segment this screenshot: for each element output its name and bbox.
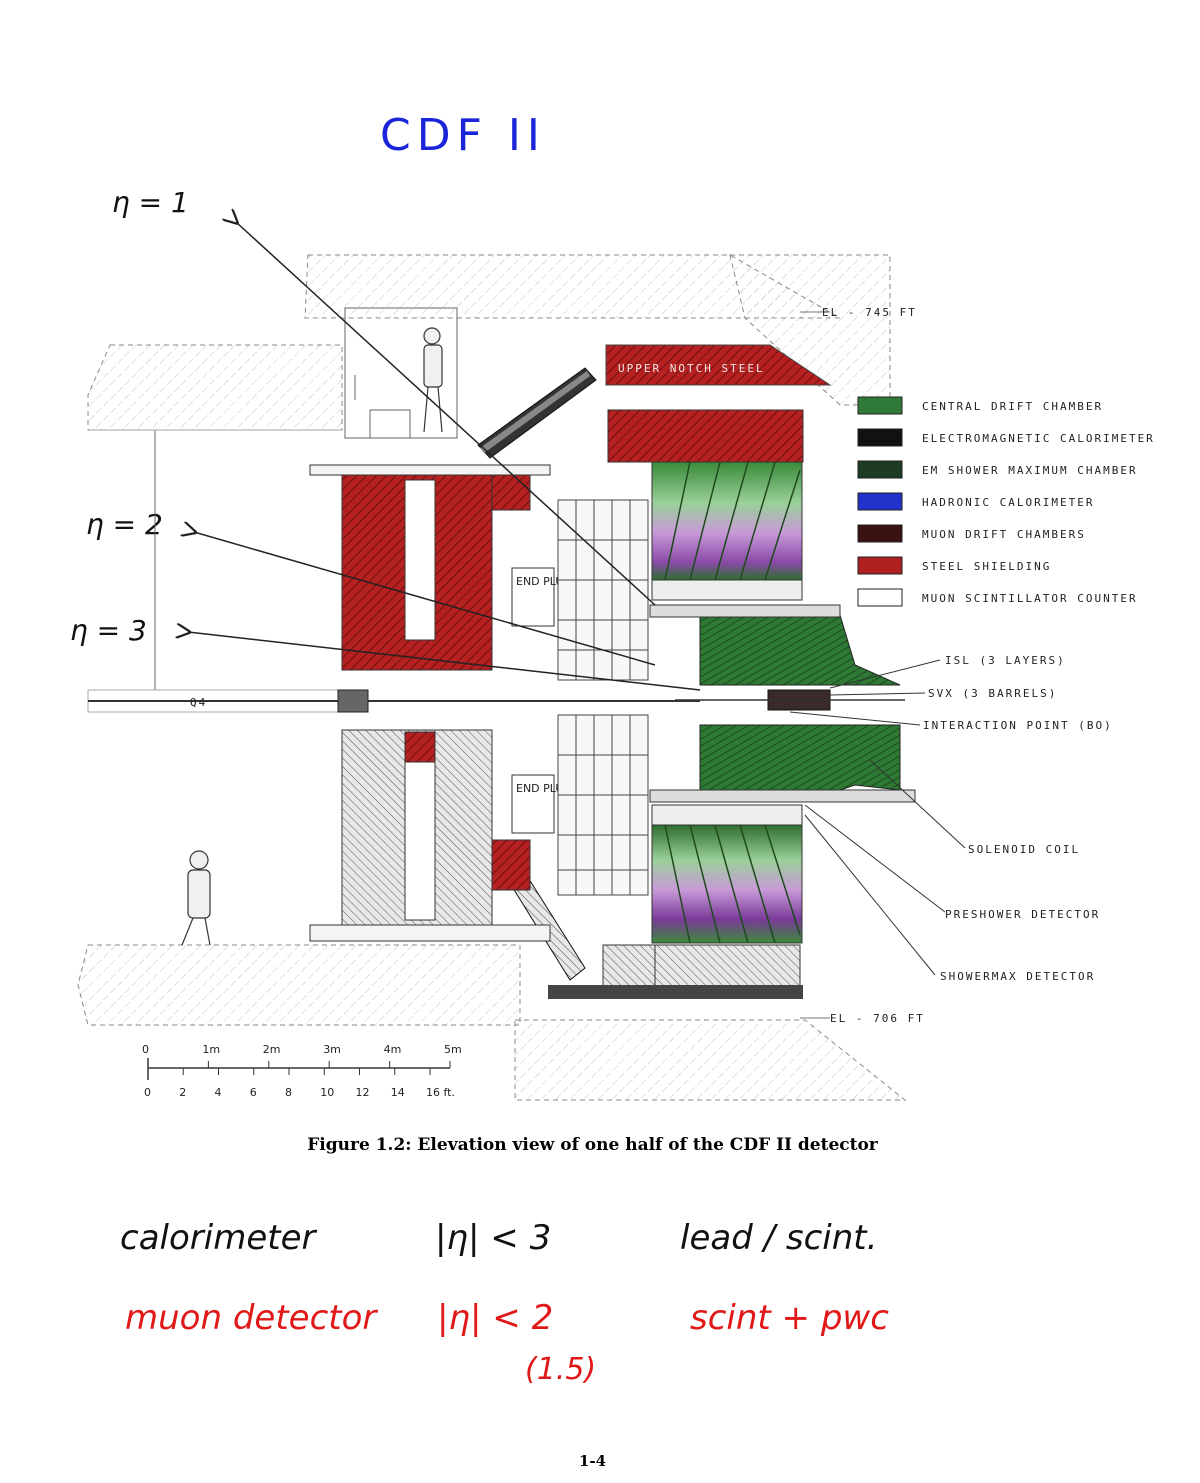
scale-m-tick: 0 [142,1043,149,1056]
legend-label: MUON SCINTILLATOR COUNTER [922,592,1138,605]
scale-m-tick: 2m [263,1043,281,1056]
eta-3-label: η = 3 [70,614,147,647]
note-calorimeter-material: lead / scint. [680,1218,878,1258]
page-number: 1-4 [578,1452,607,1470]
legend-swatch [857,588,903,607]
handwritten-title: CDF II [380,110,546,161]
svx-silicon [675,689,905,711]
scale-ft-tick: 2 [179,1086,186,1099]
legend-label: STEEL SHIELDING [922,560,1051,573]
legend-label: CENTRAL DRIFT CHAMBER [922,400,1103,413]
scale-ft-tick: 8 [285,1086,292,1099]
scale-ft-tick: 12 [356,1086,370,1099]
eta-2-arrow [194,532,656,666]
scale-ft-tick: 10 [320,1086,334,1099]
upper-notch-steel: UPPER NOTCH STEEL [605,344,832,386]
beamline: Q4 [87,689,700,713]
legend-label: MUON DRIFT CHAMBERS [922,528,1086,541]
callout-showermax: SHOWERMAX DETECTOR [940,970,1095,983]
scale-ft-tick: 4 [215,1086,222,1099]
note-calorimeter-eta: |η| < 3 [435,1218,552,1258]
legend-label: HADRONIC CALORIMETER [922,496,1094,509]
eta-arrows [188,222,701,691]
scale-ft-tick: 0 [144,1086,151,1099]
scale-ft-tick: 16 ft. [426,1086,455,1099]
steel-shielding-upper [309,464,551,671]
upper-notch-label: UPPER NOTCH STEEL [618,362,765,375]
callout-isl: ISL (3 LAYERS) [945,654,1066,667]
scale-m-tick: 5m [444,1043,462,1056]
legend: CENTRAL DRIFT CHAMBER ELECTROMAGNETIC CAL… [857,396,1155,607]
central-steel-lower [548,944,803,999]
steel-shielding-lower [309,729,551,942]
eta-1-label: η = 1 [112,186,189,219]
plug-calorimeter-upper [557,499,649,681]
central-calorimeter-upper [651,461,803,601]
scale-ft-tick: 14 [391,1086,405,1099]
legend-swatch [857,524,903,543]
note-muon-material: scint + pwc [690,1298,889,1338]
legend-label: EM SHOWER MAXIMUM CHAMBER [922,464,1138,477]
end-plug-box-top: END PLUG BOX [511,567,599,627]
eta-3-arrow [188,632,701,691]
scale-ft-tick: 6 [250,1086,257,1099]
elevation-top-label: EL - 745 FT [822,306,917,319]
note-calorimeter-label: calorimeter [120,1218,316,1258]
plug-calorimeter-lower [557,714,649,896]
eta-2-label: η = 2 [86,508,163,541]
eta-1-arrow [236,222,656,606]
callout-interaction-point: INTERACTION POINT (BO) [923,719,1113,732]
central-calorimeter-lower [651,804,803,944]
legend-swatch [857,556,903,575]
note-muon-eta-sub: (1.5) [525,1352,597,1387]
lower-concrete [77,944,907,1101]
elevation-bottom-label: EL - 706 FT [830,1012,925,1025]
scale-m-tick: 1m [202,1043,220,1056]
forward-muon-chamber-top [477,367,597,459]
note-muon-eta: |η| < 2 [437,1298,554,1338]
person-figure-top [423,327,443,433]
figure-caption: Figure 1.2: Elevation view of one half o… [307,1135,878,1155]
note-muon-label: muon detector [125,1298,377,1338]
legend-swatch [857,460,903,479]
legend-swatch [857,396,903,415]
central-steel-upper [607,409,804,463]
central-drift-chamber [649,604,916,803]
legend-swatch [857,492,903,511]
scale-m-tick: 3m [323,1043,341,1056]
legend-label: ELECTROMAGNETIC CALORIMETER [922,432,1155,445]
upper-concrete [87,254,891,431]
callout-svx: SVX (3 BARRELS) [928,687,1057,700]
person-figure-bottom [181,850,211,946]
scale-bar: 0 1m 2m 3m 4m 5m 0 2 4 6 8 10 12 14 16 ft. [142,1043,462,1099]
callout-solenoid: SOLENOID COIL [968,843,1080,856]
legend-swatch [857,428,903,447]
platform-structure [90,307,458,700]
callout-preshower: PRESHOWER DETECTOR [945,908,1100,921]
scale-m-tick: 4m [384,1043,402,1056]
q4-label: Q4 [190,696,207,709]
callouts [789,659,966,976]
